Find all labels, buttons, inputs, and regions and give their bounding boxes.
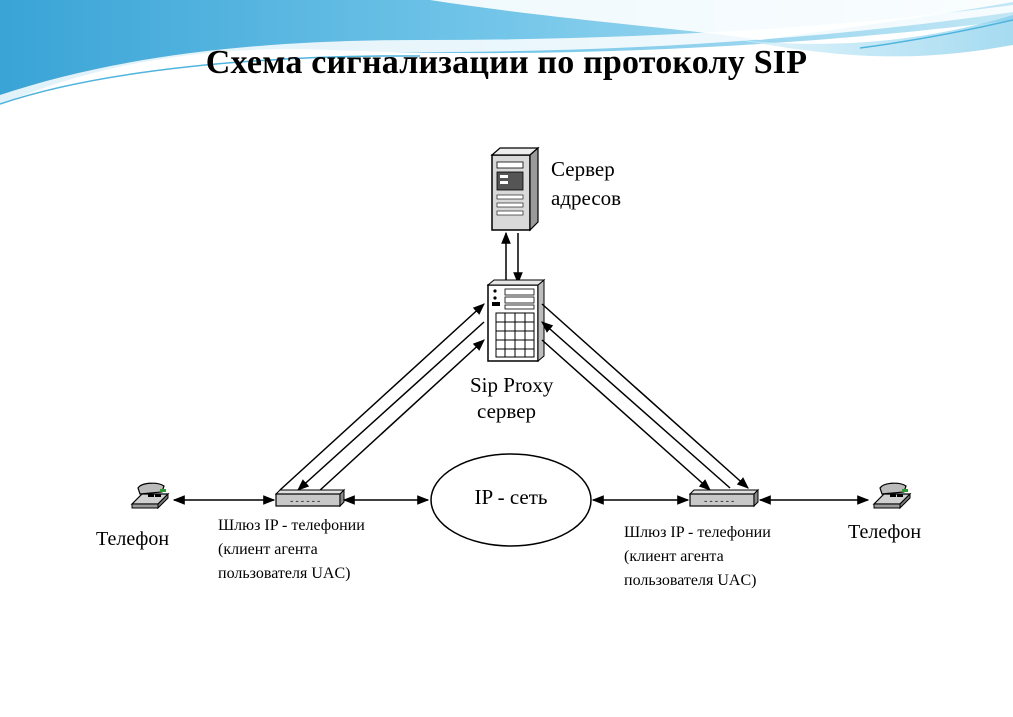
- arrow-proxy-to-left-gateway: [297, 321, 485, 491]
- arrow-left-gateway-to-proxy-1: [279, 303, 485, 491]
- telephone-icon: [872, 482, 912, 510]
- gateway-left-label-line3: пользователя UAC): [218, 565, 350, 582]
- phone-left-label: Телефон: [96, 528, 169, 550]
- phone-right-label: Телефон: [848, 521, 921, 543]
- address-server-label-line1: Сервер: [551, 157, 615, 181]
- slide-title: Схема сигнализации по протоколу SIP: [205, 44, 808, 81]
- proxy-server-label-line1: Sip Proxy: [470, 373, 554, 397]
- gateway-right-label-line1: Шлюз IP - телефонии: [624, 524, 771, 541]
- arrow-proxy-to-right-gateway-1: [541, 303, 749, 489]
- arrow-left-gateway-to-proxy-2: [317, 339, 485, 493]
- proxy-server-icon: [486, 278, 546, 363]
- gateway-device-icon: ------: [274, 488, 346, 508]
- address-server-label-line2: адресов: [551, 186, 621, 210]
- gateway-left-label-line2: (клиент агента: [218, 541, 318, 558]
- gateway-right-label-line2: (клиент агента: [624, 548, 724, 565]
- header-wave-decoration: [0, 0, 1013, 108]
- gateway-right-label-line3: пользователя UAC): [624, 572, 756, 589]
- gateway-right-display: ------: [703, 497, 735, 507]
- gateway-left-display: ------: [289, 497, 321, 507]
- proxy-server-label-line2: сервер: [477, 399, 536, 423]
- ip-network-label: IP - сеть: [474, 485, 547, 509]
- ip-network-ellipse: [430, 453, 592, 547]
- gateway-device-icon: ------: [688, 488, 760, 508]
- arrow-right-gateway-to-proxy: [541, 321, 731, 489]
- gateway-left-label-line1: Шлюз IP - телефонии: [218, 517, 365, 534]
- telephone-icon: [130, 482, 170, 510]
- arrow-proxy-to-right-gateway-2: [541, 339, 711, 491]
- server-tower-icon: [490, 146, 540, 232]
